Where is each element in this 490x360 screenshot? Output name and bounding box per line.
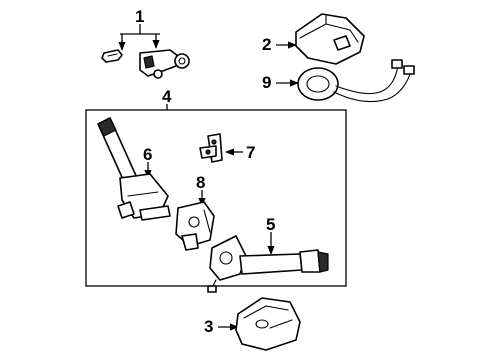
callout-8[interactable]: 8	[196, 173, 206, 207]
lever-switch-part	[97, 117, 171, 221]
dimmer-lever-part	[207, 235, 329, 293]
callout-1-label: 1	[135, 7, 144, 26]
key-part	[101, 49, 123, 63]
callout-6-label: 6	[143, 145, 152, 164]
callout-7[interactable]: 7	[225, 143, 255, 162]
callout-5[interactable]: 5	[266, 215, 275, 255]
callout-1[interactable]: 1	[118, 7, 160, 51]
lower-cover-part	[235, 297, 301, 351]
callout-4-label: 4	[162, 87, 172, 106]
callout-5-label: 5	[266, 215, 275, 234]
upper-cover-part	[295, 13, 365, 65]
clock-spring-part	[297, 59, 415, 103]
bracket-part	[199, 133, 223, 163]
callout-8-label: 8	[196, 173, 205, 192]
callout-4[interactable]: 4	[162, 87, 172, 110]
callout-2-label: 2	[262, 35, 271, 54]
callout-9-label: 9	[262, 73, 271, 92]
callout-7-label: 7	[246, 143, 255, 162]
switch-body-part	[175, 201, 215, 251]
callout-2[interactable]: 2	[262, 35, 297, 54]
callout-3[interactable]: 3	[204, 317, 239, 336]
callout-9[interactable]: 9	[262, 73, 299, 92]
callout-3-label: 3	[204, 317, 213, 336]
callout-6[interactable]: 6	[143, 145, 152, 179]
lock-cylinder-part	[139, 49, 190, 79]
